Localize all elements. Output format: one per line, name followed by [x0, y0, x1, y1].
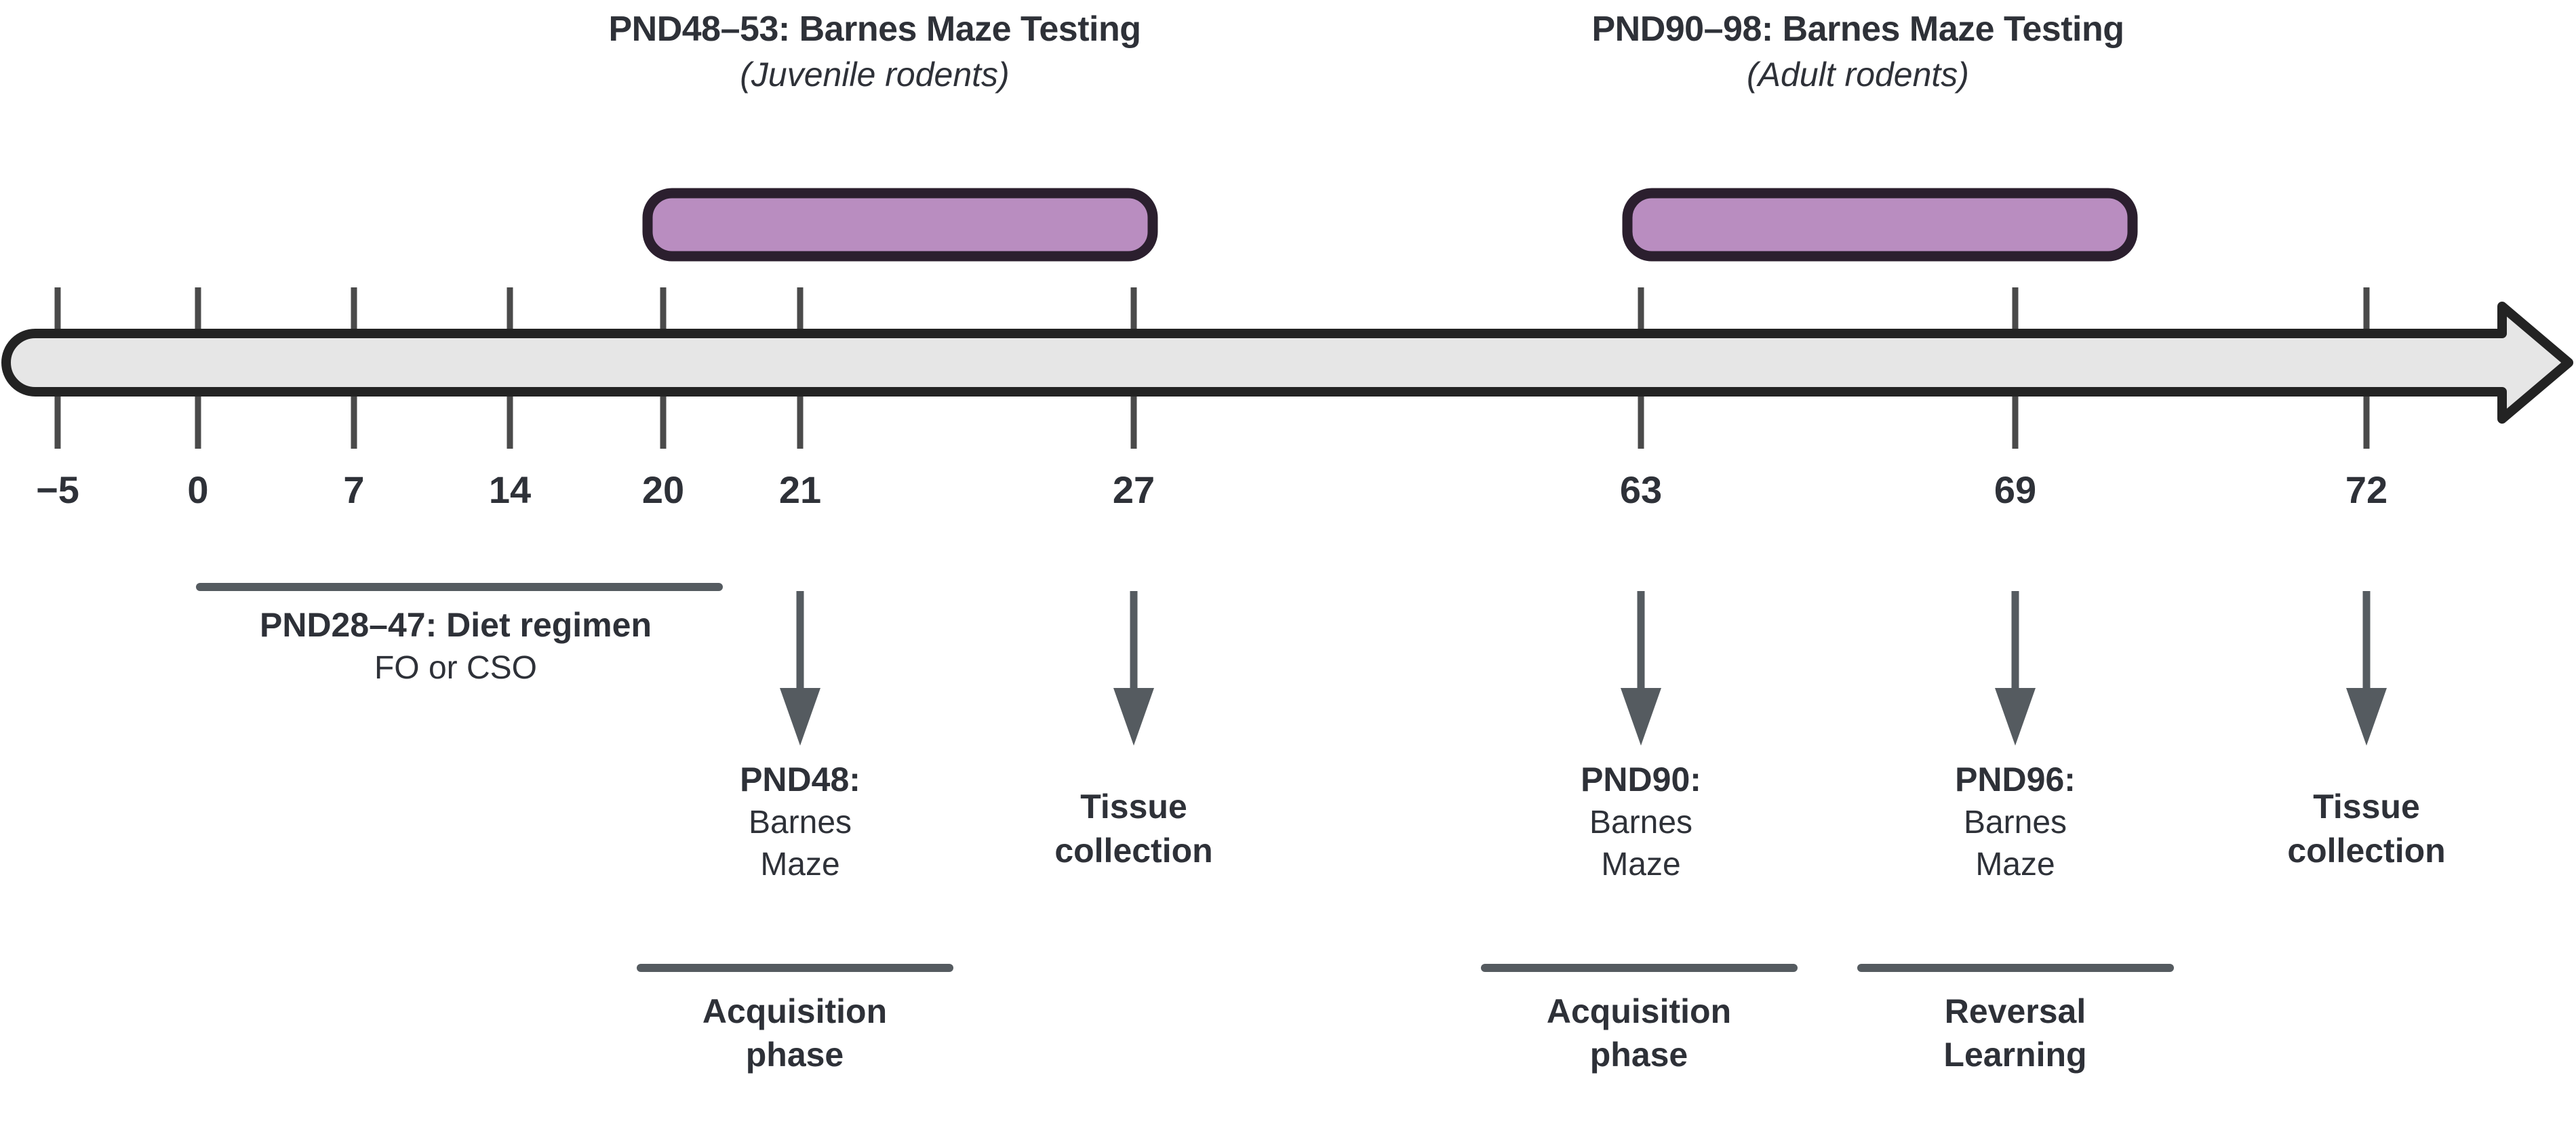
timeline-axis-arrow — [1, 302, 2573, 424]
annotation-adult-testing: PND90–98: Barnes Maze Testing (Adult rod… — [1349, 7, 2366, 97]
callout-arrow-pnd90 — [1621, 591, 1661, 746]
tick-label-minus5: −5 — [36, 468, 79, 511]
callout-arrow-pnd96 — [1995, 591, 2036, 746]
annotation-adult-title: PND90–98: Barnes Maze Testing — [1591, 9, 2124, 49]
annotation-adult-subtitle: (Adult rodents) — [1747, 55, 1969, 94]
tick-label-63: 63 — [1619, 468, 1663, 511]
event-tissue-juvenile-line1: collection — [1054, 832, 1213, 870]
juvenile-barnes-maze-window-bar — [642, 188, 1158, 262]
callout-arrow-pnd48 — [780, 591, 820, 746]
phase-reversal-learning-line1: Reversal — [1944, 992, 2086, 1030]
phase-acquisition-juvenile-line1: Acquisition — [702, 992, 888, 1030]
phase-label-reversal-learning: Reversal Learning — [1846, 990, 2185, 1076]
tick-label-14: 14 — [488, 468, 532, 511]
diet-regimen-subtitle: FO or CSO — [374, 650, 538, 686]
tick-label-0: 0 — [187, 468, 209, 511]
event-callout-arrows — [780, 591, 2387, 746]
event-label-pnd90: PND90: Barnes Maze — [1471, 758, 1810, 887]
phase-acquisition-adult-line2: phase — [1589, 1036, 1688, 1074]
event-tissue-adult-head: Tissue — [2313, 788, 2420, 826]
event-pnd48-line2: Maze — [760, 847, 840, 883]
annotation-juvenile-subtitle: (Juvenile rodents) — [740, 55, 1010, 94]
event-label-pnd96: PND96: Barnes Maze — [1846, 758, 2185, 887]
diet-regimen-title: PND28–47: Diet regimen — [259, 606, 652, 644]
annotation-juvenile-title: PND48–53: Barnes Maze Testing — [608, 9, 1141, 49]
phase-label-acquisition-adult: Acquisition phase — [1469, 990, 1808, 1076]
event-label-pnd48: PND48: Barnes Maze — [631, 758, 970, 887]
event-label-tissue-collection-juvenile: Tissue collection — [964, 785, 1303, 873]
event-pnd96-line2: Maze — [1975, 847, 2055, 883]
phase-label-acquisition-juvenile: Acquisition phase — [625, 990, 964, 1076]
phase-acquisition-juvenile-line2: phase — [745, 1036, 844, 1074]
event-pnd96-line1: Barnes — [1963, 805, 2067, 840]
callout-arrow-tissue-juvenile — [1113, 591, 1154, 746]
callout-arrow-tissue-adult — [2346, 591, 2387, 746]
testing-window-bars — [642, 188, 2138, 262]
phase-acquisition-adult-line1: Acquisition — [1546, 992, 1732, 1030]
tick-label-27: 27 — [1112, 468, 1155, 511]
event-tissue-juvenile-head: Tissue — [1080, 788, 1187, 826]
event-pnd90-line1: Barnes — [1589, 805, 1693, 840]
event-pnd48-line1: Barnes — [748, 805, 852, 840]
event-pnd90-line2: Maze — [1601, 847, 1681, 883]
event-pnd90-head: PND90: — [1581, 760, 1701, 798]
event-label-tissue-collection-adult: Tissue collection — [2197, 785, 2536, 873]
event-pnd48-head: PND48: — [740, 760, 860, 798]
tick-label-21: 21 — [778, 468, 822, 511]
tick-label-7: 7 — [343, 468, 365, 511]
phase-reversal-learning-line2: Learning — [1943, 1036, 2087, 1074]
adult-barnes-maze-window-bar — [1622, 188, 2138, 262]
tick-label-20: 20 — [641, 468, 685, 511]
diet-regimen-label: PND28–47: Diet regimen FO or CSO — [117, 603, 795, 689]
event-pnd96-head: PND96: — [1955, 760, 2076, 798]
tick-label-72: 72 — [2345, 468, 2388, 511]
annotation-juvenile-testing: PND48–53: Barnes Maze Testing (Juvenile … — [366, 7, 1383, 97]
event-tissue-adult-line1: collection — [2287, 832, 2446, 870]
tick-label-69: 69 — [1994, 468, 2037, 511]
